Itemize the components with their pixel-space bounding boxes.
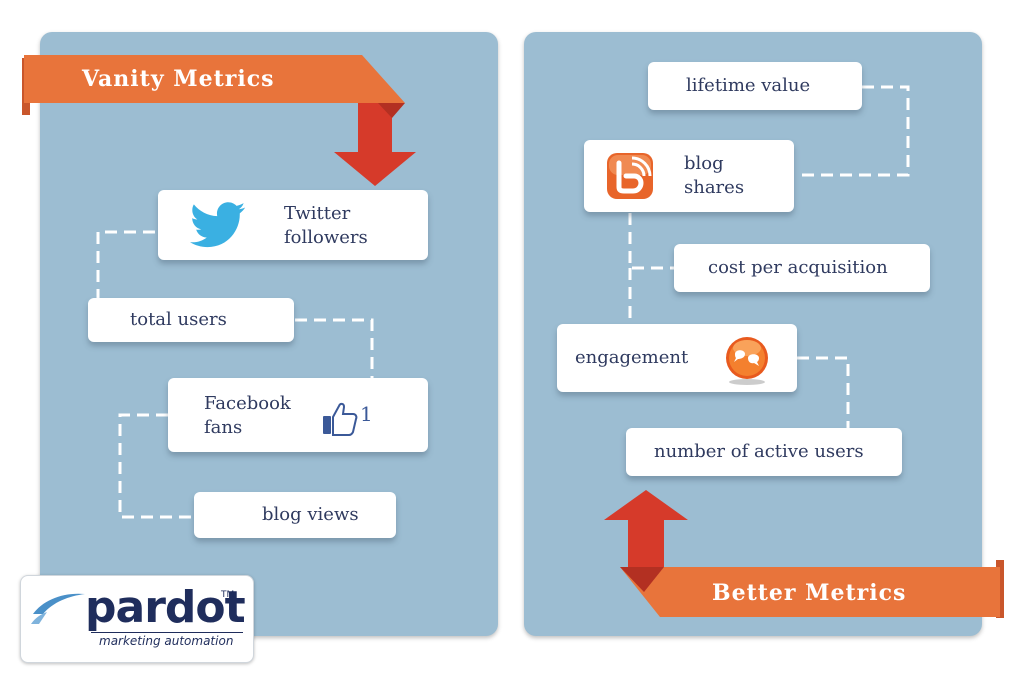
pardot-logo: pardot TM marketing automation <box>20 575 254 663</box>
facebook-label-line2: fans <box>204 417 243 438</box>
thumbs-up-icon <box>323 402 358 436</box>
pardot-swoosh-icon <box>31 593 85 624</box>
blog-views-box: blog views <box>194 492 396 538</box>
connector-blogshares-cpa <box>628 213 674 270</box>
engagement-label: engagement <box>575 347 689 368</box>
active-users-box: number of active users <box>626 428 902 476</box>
pardot-trademark: TM <box>221 590 235 600</box>
twitter-followers-box: Twitter followers <box>158 190 428 260</box>
connector-facebook-blogviews <box>118 413 194 519</box>
active-users-label: number of active users <box>654 441 864 462</box>
twitter-label-line1: Twitter <box>284 203 351 224</box>
lifetime-value-label: lifetime value <box>686 75 811 96</box>
blog-shares-line2: shares <box>684 177 745 198</box>
connector-total-facebook <box>295 318 374 378</box>
connector-engagement-activeusers <box>797 356 850 428</box>
cost-per-acquisition-box: cost per acquisition <box>674 244 930 292</box>
pardot-wordmark: pardot <box>85 582 246 633</box>
facebook-fans-box: Facebook fans 1 <box>168 378 428 452</box>
blog-shares-box: blog shares <box>584 140 794 212</box>
facebook-label-line1: Facebook <box>204 393 291 414</box>
twitter-label-line2: followers <box>284 227 368 248</box>
blog-views-label: blog views <box>262 504 359 525</box>
cost-per-acquisition-label: cost per acquisition <box>708 257 888 278</box>
total-users-box: total users <box>88 298 294 342</box>
logo-separator <box>91 632 243 633</box>
blogger-icon <box>607 153 653 199</box>
twitter-bird-icon <box>190 202 246 248</box>
total-users-label: total users <box>130 309 227 330</box>
connector-lifetime-blogshares <box>795 85 910 177</box>
like-count: 1 <box>360 402 373 426</box>
lifetime-value-box: lifetime value <box>648 62 862 110</box>
blog-shares-line1: blog <box>684 153 724 174</box>
chat-bubbles-icon <box>726 337 768 385</box>
vanity-metrics-title: Vanity Metrics <box>82 66 275 92</box>
better-metrics-title: Better Metrics <box>712 580 907 606</box>
pardot-tagline: marketing automation <box>99 634 234 648</box>
vanity-metrics-banner <box>22 55 416 186</box>
engagement-box: engagement <box>557 324 797 392</box>
better-metrics-banner <box>604 490 1004 618</box>
connector-twitter-total <box>96 230 155 300</box>
